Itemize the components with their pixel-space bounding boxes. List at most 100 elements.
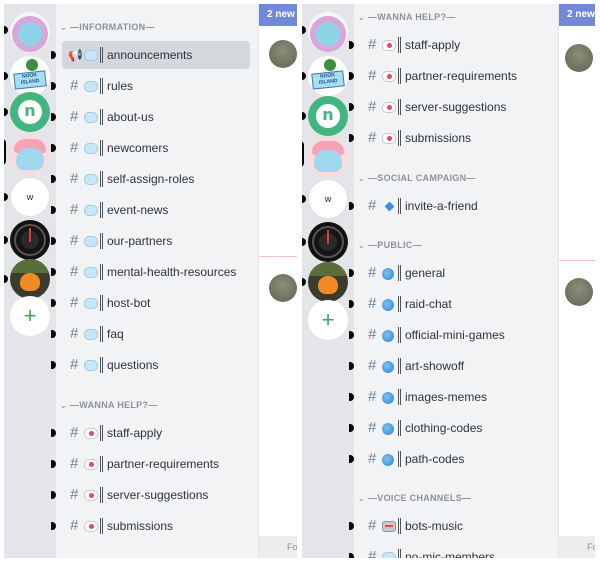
campfire-icon [318,276,338,294]
channel-official-mini-games[interactable]: # official-mini-games [349,321,548,349]
avatar[interactable] [565,278,593,306]
chat-peek: 2 new Fo [558,4,595,558]
avatar[interactable] [565,44,593,72]
channel-rules[interactable]: # rules [51,72,250,100]
channel-path-codes[interactable]: # path-codes [349,445,548,473]
channel-questions[interactable]: # questions [51,351,250,379]
channel-partner-requirements[interactable]: # partner-requirements [51,450,250,478]
new-messages-banner[interactable]: 2 new [259,4,297,26]
server-globe[interactable] [10,12,50,52]
chevron-down-icon: ⌄ [358,13,366,22]
unread-pill [302,72,306,80]
channel-server-suggestions[interactable]: # server-suggestions [51,481,250,509]
channel-clothing-codes[interactable]: # clothing-codes [349,414,548,442]
cloud-emoji-icon [84,267,98,278]
hash-icon: # [70,170,79,187]
hash-icon: # [368,548,377,558]
server-n[interactable]: n [308,96,348,136]
hash-icon: # [70,517,79,534]
category-public[interactable]: ⌄—PUBLIC— [358,240,422,250]
server-n[interactable]: n [10,92,50,132]
unread-pill [302,278,306,286]
channel-general[interactable]: # general [349,259,548,287]
channel-art-showoff[interactable]: # art-showoff [349,352,548,380]
category-information[interactable]: ⌄—INFORMATION— [60,22,155,32]
palm-tree-icon [324,59,336,71]
blue-diamond-emoji-icon [384,201,395,212]
globe-emoji-icon [382,454,394,466]
hash-icon: # [70,77,79,94]
hash-icon: # [368,295,377,312]
plus-icon: + [23,303,37,328]
channel-event-news[interactable]: # event-news [51,196,250,224]
channel-faq[interactable]: # faq [51,320,250,348]
channel-raid-chat[interactable]: # raid-chat [349,290,548,318]
unread-pill [4,72,8,80]
server-gauge[interactable] [10,220,50,260]
hash-icon: # [70,139,79,156]
selected-pill [302,141,304,167]
channel-about-us[interactable]: # about-us [51,103,250,131]
unread-pill [4,193,8,201]
server-w[interactable]: w [10,177,50,217]
channel-newcomers[interactable]: # newcomers [51,134,250,162]
server-w-label: w [26,192,34,202]
server-anime[interactable] [10,135,50,175]
channel-host-bot[interactable]: # host-bot [51,289,250,317]
hash-icon: # [368,67,377,84]
add-server-button[interactable]: + [308,300,348,340]
channel-self-assign-roles[interactable]: # self-assign-roles [51,165,250,193]
server-globe[interactable] [308,12,348,52]
channel-list: ⌄—WANNA HELP?— # staff-apply # partner-r… [349,4,554,558]
hash-icon: # [368,357,377,374]
cloud-emoji-icon [84,50,98,61]
unread-pill [302,238,306,246]
category-wanna-help[interactable]: ⌄—WANNA HELP?— [60,400,158,410]
category-wanna-help[interactable]: ⌄—WANNA HELP?— [358,12,456,22]
channel-images-memes[interactable]: # images-memes [349,383,548,411]
globe-emoji-icon [382,361,394,373]
category-social-campaign[interactable]: ⌄—SOCIAL CAMPAIGN— [358,173,476,183]
avatar[interactable] [269,274,297,302]
hash-icon: # [368,197,377,214]
channel-no-mic-members[interactable]: # no-mic-members [349,543,548,558]
cloud-emoji-icon [84,81,98,92]
channel-mental-health-resources[interactable]: # mental-health-resources [51,258,250,286]
channel-submissions[interactable]: # submissions [349,124,548,152]
channel-announcements[interactable]: 📢 announcements [51,41,250,69]
channel-staff-apply[interactable]: # staff-apply [51,419,250,447]
globe-emoji-icon [382,423,394,435]
server-w[interactable]: w [308,179,348,219]
server-gauge[interactable] [308,222,348,262]
channel-server-suggestions[interactable]: # server-suggestions [349,93,548,121]
cloud-emoji-icon [84,329,98,340]
hash-icon: # [70,294,79,311]
channel-partner-requirements[interactable]: # partner-requirements [349,62,548,90]
category-voice-channels[interactable]: ⌄—VOICE CHANNELS— [358,493,472,503]
add-server-button[interactable]: + [10,296,50,336]
campfire-icon [20,273,40,291]
robot-emoji-icon [382,521,396,532]
avatar[interactable] [269,40,297,68]
channel-bots-music[interactable]: # bots-music [349,512,548,540]
unread-pill [4,275,8,283]
server-anime[interactable] [308,137,348,177]
love-letter-emoji-icon [382,71,396,82]
new-messages-banner[interactable]: 2 new [559,4,595,26]
hash-icon: # [368,98,377,115]
megaphone-icon: 📢 [68,48,83,62]
channel-staff-apply[interactable]: # staff-apply [349,31,548,59]
chat-footer: Fo [259,536,297,558]
server-fire[interactable] [308,262,348,302]
palm-tree-icon [26,59,38,71]
love-letter-emoji-icon [382,40,396,51]
unread-pill [302,195,306,203]
channel-our-partners[interactable]: # our-partners [51,227,250,255]
server-fire[interactable] [10,259,50,299]
channel-submissions[interactable]: # submissions [51,512,250,540]
channel-invite-a-friend[interactable]: # invite-a-friend [349,192,548,220]
